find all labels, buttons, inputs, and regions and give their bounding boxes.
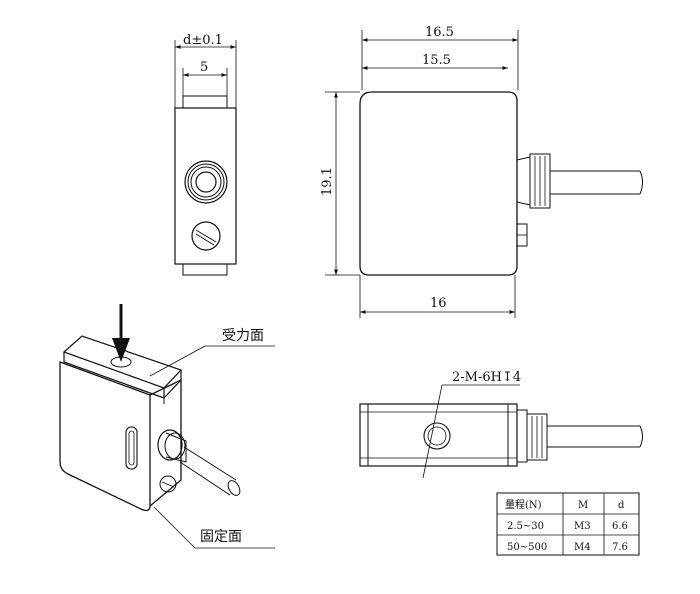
- table-cell: M4: [574, 542, 591, 553]
- bottom-view: 2-M-6H↧4: [359, 370, 643, 479]
- table-cell: M3: [574, 521, 591, 532]
- isometric-view: 受力面 固定面: [59, 304, 275, 549]
- thread-spec: 2-M-6H↧4: [452, 370, 521, 385]
- side-view: d±0.1 5: [174, 33, 237, 276]
- table-header-m: M: [578, 500, 588, 511]
- front-view: 16.5 15.5 19.1 16: [320, 25, 643, 318]
- dim-height: 19.1: [320, 167, 335, 196]
- dim-d-tolerance: d±0.1: [183, 33, 223, 48]
- table-cell: 50~500: [507, 542, 547, 553]
- dim-bottom-width: 16: [430, 296, 447, 311]
- table-cell: 2.5~30: [507, 521, 544, 532]
- fixed-surface-label: 固定面: [200, 529, 242, 545]
- dim-body-width: 15.5: [422, 53, 451, 68]
- dim-total-width: 16.5: [425, 25, 454, 40]
- table-cell: 6.6: [612, 521, 628, 532]
- table-cell: 7.6: [612, 542, 628, 553]
- load-surface-label: 受力面: [222, 328, 264, 344]
- table-header-range: 量程(N): [505, 499, 542, 511]
- dim-inner-5: 5: [200, 60, 208, 75]
- table-header-d: d: [618, 500, 625, 511]
- spec-table: 量程(N) M d 2.5~30 M3 6.6 50~500 M4 7.6: [496, 492, 640, 556]
